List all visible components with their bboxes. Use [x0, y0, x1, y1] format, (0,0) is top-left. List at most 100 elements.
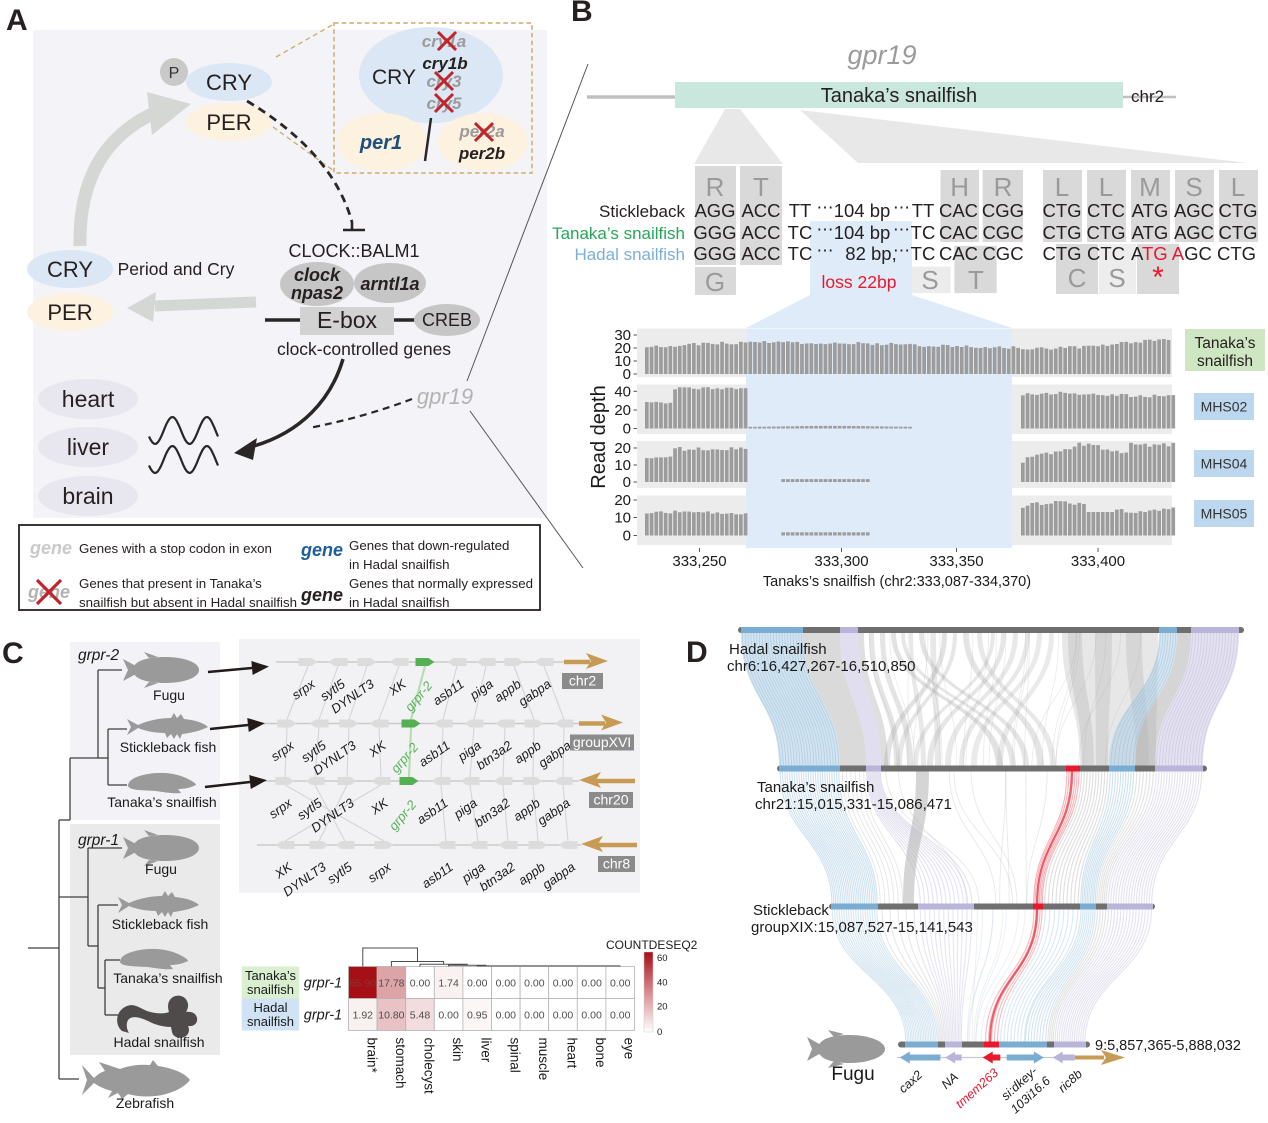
svg-text:CGC: CGC	[982, 222, 1023, 243]
svg-text:clock-controlled genes: clock-controlled genes	[277, 339, 451, 359]
svg-text:S: S	[1108, 263, 1125, 293]
svg-text:Stickleback fish: Stickleback fish	[120, 739, 216, 755]
svg-text:MHS04: MHS04	[1201, 456, 1248, 472]
svg-text:65.90: 65.90	[350, 978, 376, 990]
svg-text:ric8b: ric8b	[1056, 1067, 1086, 1096]
svg-text:Period and Cry: Period and Cry	[118, 259, 235, 279]
svg-text:D: D	[686, 636, 708, 669]
svg-text:spinal: spinal	[507, 1038, 522, 1073]
svg-text:60: 60	[657, 953, 668, 964]
svg-text:ACC: ACC	[741, 222, 780, 243]
svg-text:npas2: npas2	[291, 283, 343, 303]
svg-text:0.00: 0.00	[524, 978, 545, 990]
svg-text:10: 10	[614, 457, 631, 474]
svg-text:skin: skin	[450, 1038, 465, 1062]
svg-text:⋯: ⋯	[817, 220, 834, 239]
svg-text:tmem263: tmem263	[953, 1066, 1001, 1111]
svg-text:G: G	[705, 267, 725, 297]
svg-text:CTG: CTG	[1218, 200, 1257, 221]
svg-text:9:5,857,365-5,888,032: 9:5,857,365-5,888,032	[1095, 1038, 1241, 1054]
svg-text:CTG: CTG	[1086, 222, 1125, 243]
svg-text:333,300: 333,300	[814, 553, 868, 570]
svg-text:C: C	[1068, 263, 1087, 293]
svg-text:10: 10	[614, 353, 631, 370]
svg-text:0.00: 0.00	[581, 978, 602, 990]
svg-text:CAC: CAC	[939, 243, 978, 264]
svg-text:gene: gene	[300, 585, 343, 605]
svg-text:chr2: chr2	[569, 673, 596, 689]
svg-text:AGC: AGC	[1174, 200, 1214, 221]
svg-text:per1: per1	[359, 132, 402, 154]
svg-text:heart: heart	[62, 386, 115, 412]
svg-text:AGG: AGG	[694, 200, 735, 221]
svg-text:CTG: CTG	[1218, 222, 1257, 243]
svg-text:C: C	[2, 637, 24, 670]
svg-text:104 bp: 104 bp	[834, 200, 891, 221]
svg-text:PER: PER	[47, 300, 92, 325]
svg-text:CRY: CRY	[372, 66, 416, 89]
svg-text:Fugu: Fugu	[153, 687, 185, 703]
svg-text:Tanaka’s snailfish: Tanaka’s snailfish	[552, 224, 685, 243]
svg-text:20: 20	[614, 440, 631, 457]
svg-text:17.78: 17.78	[378, 978, 404, 990]
svg-text:1.74: 1.74	[438, 978, 459, 990]
svg-text:ATG AGC CTG: ATG AGC CTG	[1131, 243, 1256, 264]
svg-text:Hadal snailfish: Hadal snailfish	[113, 1034, 204, 1050]
svg-text:CRY: CRY	[47, 257, 93, 282]
svg-text:0.00: 0.00	[438, 1010, 459, 1022]
svg-text:0.00: 0.00	[553, 1010, 574, 1022]
svg-text:⋯: ⋯	[893, 220, 910, 239]
svg-text:GGG: GGG	[693, 243, 736, 264]
svg-text:grpr-1: grpr-1	[304, 1008, 342, 1024]
svg-text:groupXVI: groupXVI	[573, 734, 631, 750]
svg-text:ACC: ACC	[741, 200, 780, 221]
svg-text:Tanaka’s: Tanaka’s	[1195, 335, 1256, 352]
svg-text:Tanaka’s snailfish: Tanaka’s snailfish	[821, 85, 977, 107]
svg-text:chr20: chr20	[593, 792, 628, 808]
svg-text:104 bp: 104 bp	[834, 222, 891, 243]
svg-text:Genes that down-regulated: Genes that down-regulated	[349, 538, 509, 553]
svg-text:0: 0	[623, 366, 631, 383]
svg-text:bone: bone	[593, 1038, 608, 1068]
svg-text:CAC: CAC	[939, 200, 978, 221]
svg-text:loss 22bp: loss 22bp	[822, 272, 897, 292]
svg-text:CGC: CGC	[982, 243, 1023, 264]
svg-text:⋯: ⋯	[817, 241, 834, 260]
svg-text:0.00: 0.00	[410, 978, 431, 990]
svg-text:CTG: CTG	[1042, 222, 1081, 243]
svg-text:CAC: CAC	[939, 222, 978, 243]
svg-text:MHS02: MHS02	[1201, 399, 1248, 415]
svg-text:Tanaka’s snailfish: Tanaka’s snailfish	[757, 779, 874, 796]
svg-text:Hadal: Hadal	[254, 1000, 288, 1015]
svg-text:0.00: 0.00	[524, 1010, 545, 1022]
svg-text:CLOCK::BALM1: CLOCK::BALM1	[288, 241, 419, 261]
svg-text:⋯: ⋯	[893, 198, 910, 217]
svg-text:Read depth: Read depth	[588, 385, 610, 488]
svg-text:Stickleback: Stickleback	[753, 902, 829, 919]
svg-text:Tanaks’s snailfish (chr2:333,0: Tanaks’s snailfish (chr2:333,087-334,370…	[763, 574, 1031, 590]
svg-text:snailfish: snailfish	[247, 982, 294, 997]
svg-text:heart: heart	[565, 1038, 580, 1069]
svg-text:S: S	[1185, 172, 1202, 202]
svg-text:cax2: cax2	[896, 1068, 925, 1096]
svg-text:Stickleback: Stickleback	[599, 202, 685, 221]
svg-text:CREB: CREB	[422, 310, 472, 330]
svg-text:CTG: CTG	[1042, 243, 1081, 264]
svg-text:*: *	[1152, 261, 1164, 294]
svg-text:0.95: 0.95	[467, 1010, 488, 1022]
svg-text:gpr19: gpr19	[417, 384, 473, 409]
svg-text:chr2: chr2	[1131, 87, 1164, 106]
svg-text:40: 40	[614, 383, 631, 400]
svg-text:Genes that present in Tanaka’s: Genes that present in Tanaka’s	[79, 576, 262, 591]
svg-text:T: T	[753, 172, 769, 202]
svg-text:eye: eye	[622, 1038, 637, 1060]
svg-text:M: M	[1139, 172, 1161, 202]
svg-text:Genes with a stop codon in exo: Genes with a stop codon in exon	[79, 541, 272, 556]
svg-text:0.00: 0.00	[610, 1010, 631, 1022]
svg-text:R: R	[706, 172, 725, 202]
svg-text:TC: TC	[911, 243, 936, 264]
svg-text:P: P	[169, 65, 180, 82]
svg-text:82 bp,: 82 bp,	[845, 243, 896, 264]
svg-text:10: 10	[614, 510, 631, 527]
svg-text:grpr-1: grpr-1	[78, 832, 119, 849]
